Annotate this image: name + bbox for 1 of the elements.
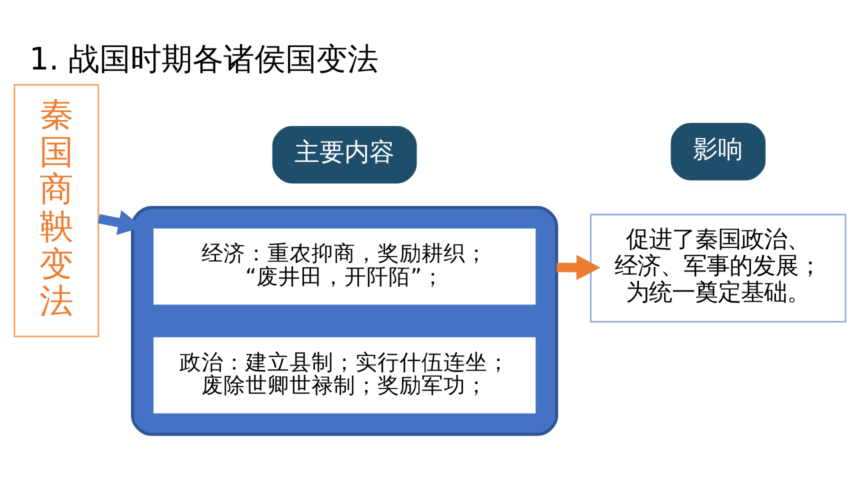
diagram-title: 1. 战国时期各诸侯国变法 <box>29 40 379 77</box>
